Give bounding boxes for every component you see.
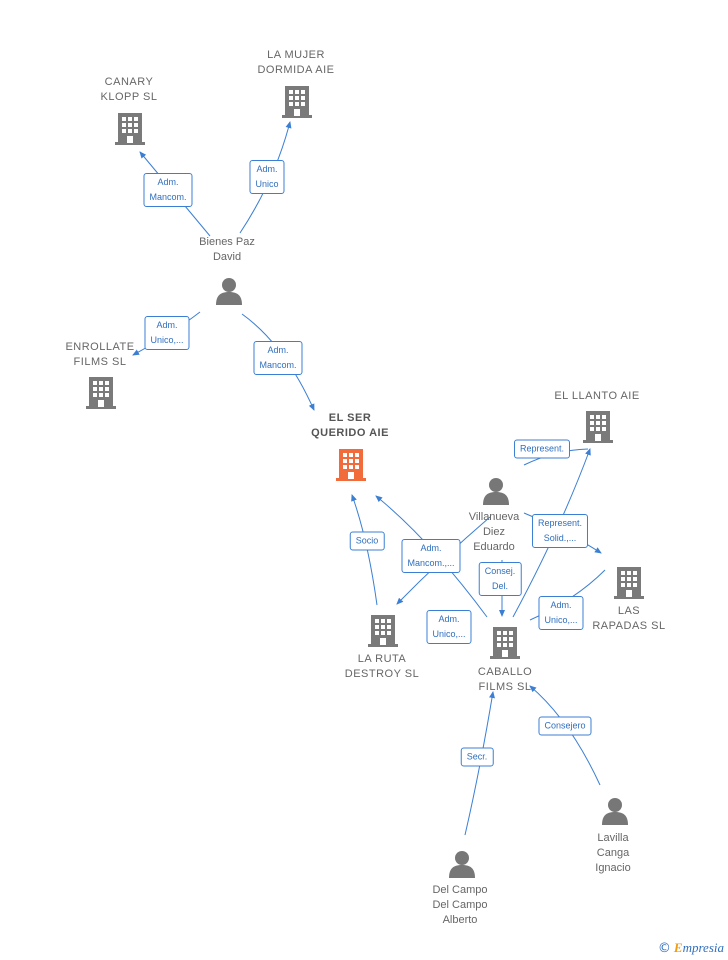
building-icon-enrollate[interactable]: [86, 377, 116, 409]
building-icon-llanto[interactable]: [583, 411, 613, 443]
edge-label-secr[interactable]: Secr.: [460, 747, 494, 767]
edge-label-represent-solid[interactable]: Represent. Solid.,...: [531, 514, 589, 548]
brand-initial: E: [673, 940, 683, 955]
person-icon-bienes[interactable]: [216, 278, 242, 305]
edge-delcampo-caballo: [464, 691, 495, 836]
node-label-enrollate[interactable]: ENROLLATE FILMS SL: [65, 341, 135, 368]
person-icon-lavilla[interactable]: [602, 798, 628, 825]
edge-label-adm-mancom[interactable]: Adm. Mancom.: [253, 341, 303, 375]
building-icon-ruta[interactable]: [368, 615, 398, 647]
building-icon-canary[interactable]: [115, 113, 145, 145]
empresia-logo[interactable]: ©Empresia: [658, 940, 724, 956]
edge-label-socio[interactable]: Socio: [349, 531, 385, 551]
edge-label-adm-mancom[interactable]: Adm. Mancom.: [143, 173, 193, 207]
building-icon-querido[interactable]: [336, 449, 366, 481]
edge-lavilla-caballo: [529, 685, 601, 786]
edge-label-adm-unico[interactable]: Adm. Unico,...: [144, 316, 190, 350]
building-icon-rapadas[interactable]: [614, 567, 644, 599]
node-label-delcampo[interactable]: Del Campo Del Campo Alberto: [432, 884, 488, 926]
edge-label-represent[interactable]: Represent.: [513, 439, 571, 459]
node-label-rapadas[interactable]: LAS RAPADAS SL: [592, 605, 666, 632]
node-label-canary[interactable]: CANARY KLOPP SL: [100, 76, 158, 103]
node-label-bienes[interactable]: Bienes Paz David: [199, 236, 255, 263]
node-label-caballo[interactable]: CABALLO FILMS SL: [477, 666, 533, 693]
node-label-ruta[interactable]: LA RUTA DESTROY SL: [344, 653, 420, 680]
node-label-llanto[interactable]: EL LLANTO AIE: [554, 390, 640, 402]
edge-label-adm-mancom[interactable]: Adm. Mancom.,...: [401, 539, 461, 573]
edge-label-consej-del[interactable]: Consej. Del.: [478, 562, 522, 596]
node-label-querido[interactable]: EL SER QUERIDO AIE: [311, 412, 389, 439]
building-icon-mujer[interactable]: [282, 86, 312, 118]
node-label-mujer[interactable]: LA MUJER DORMIDA AIE: [257, 49, 335, 76]
brand-name: mpresia: [682, 940, 724, 955]
edge-label-consejero[interactable]: Consejero: [538, 716, 592, 736]
edge-label-adm-unico[interactable]: Adm. Unico,...: [538, 596, 584, 630]
node-label-villanueva[interactable]: Villanueva Diez Eduardo: [468, 511, 520, 553]
person-icon-villanueva[interactable]: [483, 478, 509, 505]
building-icon-caballo[interactable]: [490, 627, 520, 659]
person-icon-delcampo[interactable]: [449, 851, 475, 878]
node-label-lavilla[interactable]: Lavilla Canga Ignacio: [595, 832, 631, 874]
edge-label-adm-unico[interactable]: Adm. Unico,...: [426, 610, 472, 644]
edge-label-adm-unico[interactable]: Adm. Unico: [249, 160, 285, 194]
edges: [132, 121, 606, 836]
copyright-icon: ©: [657, 941, 671, 956]
